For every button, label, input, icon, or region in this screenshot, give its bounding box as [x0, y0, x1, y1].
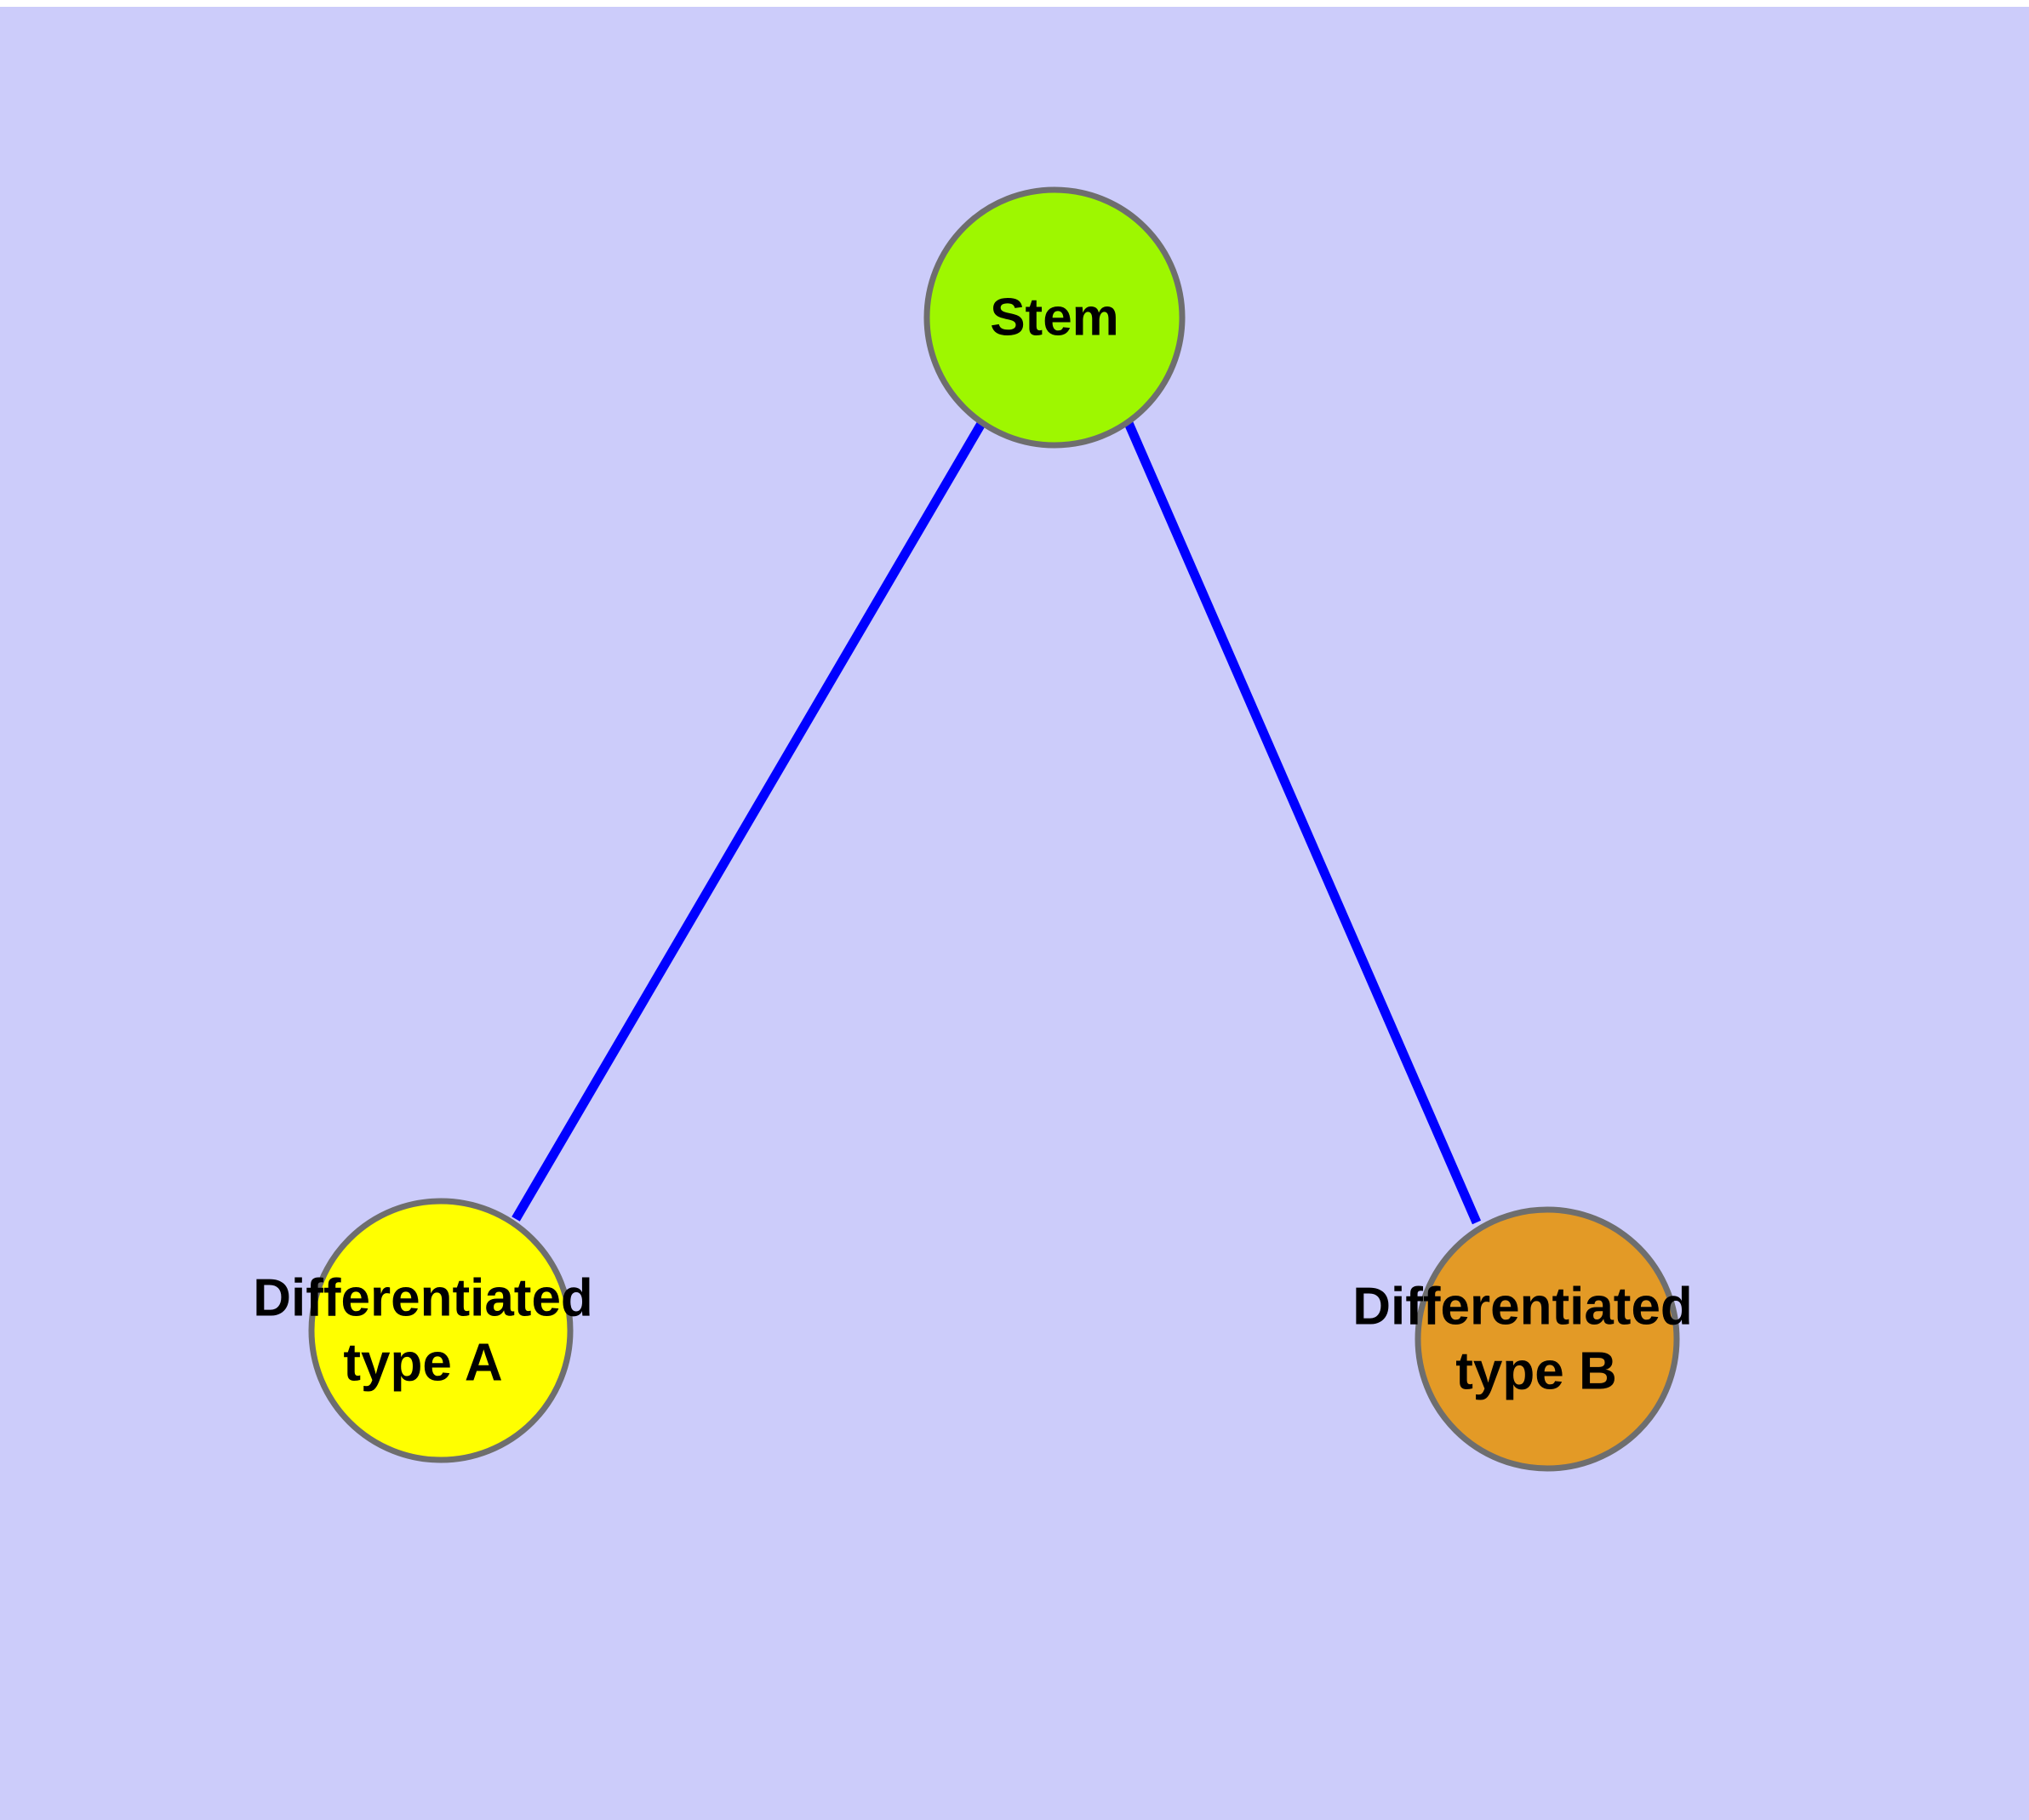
- node-stem-circle[interactable]: [923, 186, 1186, 449]
- node-differentiated-type-b-label-line-1: Differentiated: [1352, 1278, 1693, 1336]
- edge-layer: [512, 420, 1482, 1225]
- node-differentiated-type-a-label: Differentiated type A: [253, 1269, 593, 1393]
- label-layer: Stem Differentiated type A Differentiate…: [253, 289, 1693, 1401]
- edge-stem-to-differentiated-type-a[interactable]: [512, 420, 986, 1222]
- node-stem[interactable]: [923, 186, 1186, 449]
- node-stem-label: Stem: [990, 289, 1119, 347]
- node-differentiated-type-b[interactable]: [1415, 1206, 1680, 1472]
- node-differentiated-type-a-label-line-2: type A: [343, 1334, 502, 1393]
- node-layer: [308, 186, 1680, 1472]
- node-differentiated-type-b-label-line-2: type B: [1455, 1342, 1616, 1401]
- node-differentiated-type-b-circle[interactable]: [1415, 1206, 1680, 1472]
- node-differentiated-type-a-label-line-1: Differentiated: [253, 1269, 593, 1328]
- node-differentiated-type-a[interactable]: [308, 1198, 574, 1463]
- edge-stem-to-differentiated-type-b[interactable]: [1123, 421, 1482, 1225]
- node-differentiated-type-b-label: Differentiated type B: [1352, 1278, 1693, 1401]
- node-differentiated-type-a-circle[interactable]: [308, 1198, 574, 1463]
